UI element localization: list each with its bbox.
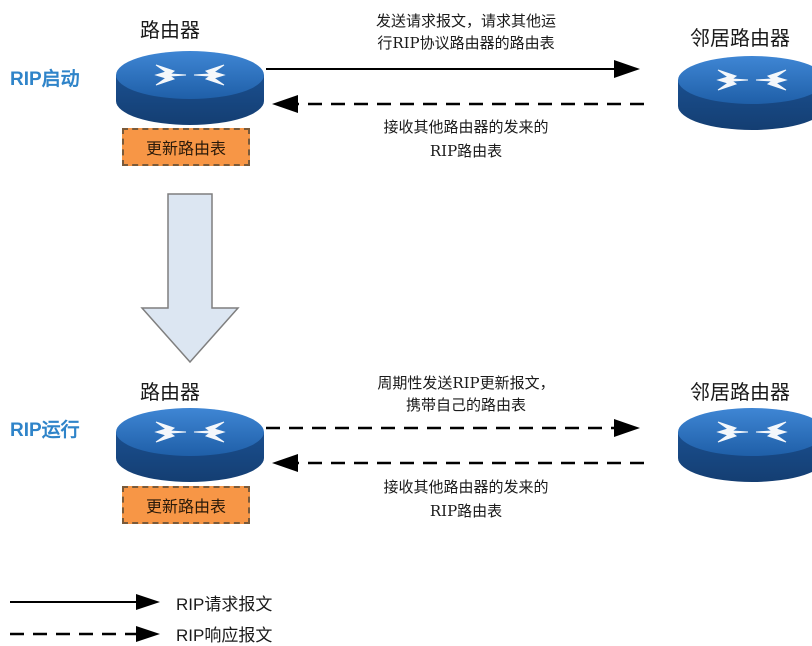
response-arrow [272,454,644,472]
neighbor-router-icon [677,55,812,131]
neighbor-router-title: 邻居路由器 [690,26,790,50]
response-message-line: RIP路由表 [429,142,503,160]
router-title: 路由器 [140,380,200,404]
response-message-line: RIP路由表 [429,502,503,520]
legend-request-label: RIP请求报文 [176,595,273,614]
stage-label-running: RIP运行 [10,420,80,441]
router-icon [115,50,265,126]
router-icon [115,407,265,483]
request-message-line: 发送请求报文，请求其他运 [375,12,556,30]
legend-response-line [10,626,160,642]
update-table-box: 更新路由表 [122,128,250,166]
request-message-line: 行RIP协议路由器的路由表 [377,34,555,52]
update-table-box: 更新路由表 [122,486,250,524]
update-arrow [266,419,640,437]
response-message-line: 接收其他路由器的发来的 [383,478,549,496]
request-arrow [266,60,640,78]
stage-label-start: RIP启动 [10,69,80,90]
neighbor-router-title: 邻居路由器 [690,380,790,404]
update-message-line: 周期性发送RIP更新报文， [377,374,555,392]
neighbor-router-icon [677,407,812,483]
transition-down-arrow [140,193,240,364]
legend-request-line [10,594,160,610]
response-arrow [272,95,644,113]
router-title: 路由器 [140,18,200,42]
legend-response-label: RIP响应报文 [176,626,273,645]
update-message-line: 携带自己的路由表 [405,396,526,414]
response-message-line: 接收其他路由器的发来的 [383,118,549,136]
